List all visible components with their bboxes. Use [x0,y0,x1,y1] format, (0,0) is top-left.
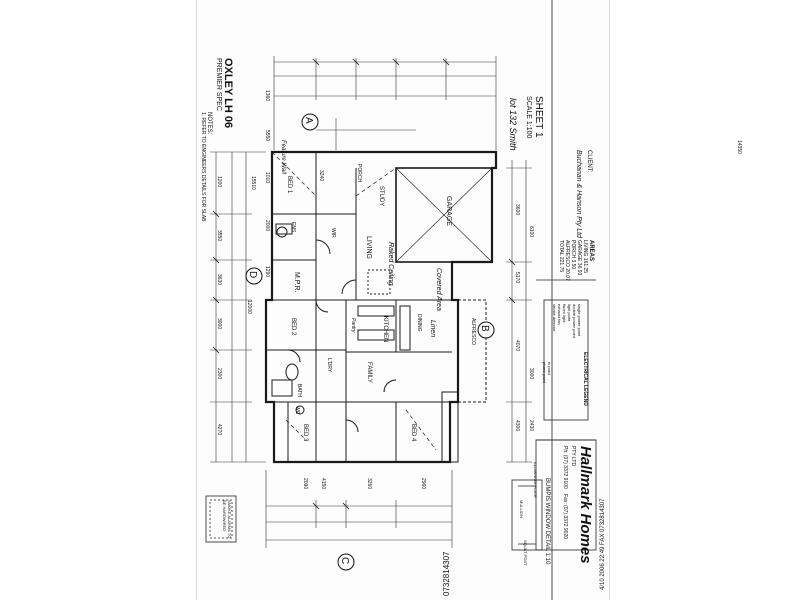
room-label: WC [294,406,300,415]
area-row: LIVING 161.25 [582,240,588,274]
room-label: ALFRESCO [470,318,476,345]
handwritten-note: Pantry [350,318,356,333]
dimension-text: 3260 [366,478,372,490]
section-marker-c [337,553,355,571]
section-marker-d [245,267,263,285]
legend-item: fluoro light [562,304,567,323]
dimension-text: 3550 [216,230,222,242]
room-label: GARAGE [445,196,452,226]
dimension-text: 5550 [264,130,270,142]
company-logo: Hallmark Homes [577,446,594,564]
areas-heading: AREAS [588,240,594,262]
section-label-c: C [339,557,350,565]
notes-text: 1. REFER TO ENGINEERS DETAILS FOR SLAB [200,112,206,222]
handwritten-note: Raked Ceiling [387,242,394,286]
dimension-text: 3000 [528,368,534,380]
room-label: BED 2 [290,318,296,336]
company-fax: Fax: (07) 3372 9020 [562,494,568,540]
room-label: ENS [290,222,296,233]
section-marker-a [301,113,319,131]
sheet-number: SHEET 1 [533,96,544,138]
fax-header: 4/10 2006 22:49 FAX 0732814307 [600,498,606,590]
section-label-d: D [247,271,258,279]
dimension-text: 1010 [264,172,270,184]
dimension-text: 4300 [514,420,520,432]
section-label-a: A [303,117,314,124]
dimension-text: 4270 [216,424,222,436]
client-label: CLIENT: [586,150,592,173]
room-label: M.P.R. [293,272,300,293]
project-title: OXLEY LH 06 [222,58,234,129]
legend-item: single power point [577,304,582,337]
fax-number: 0732814307 [442,551,451,597]
area-row: TOTAL 221.75 [558,240,564,273]
dimension-text: 2960 [420,478,426,490]
room-label: LIVING [365,236,372,259]
window-detail-title: BUMPIS WINDOW DETAIL 1:10 [544,478,550,565]
dimension-text: 1360 [264,90,270,102]
room-label: WIR [330,228,336,238]
legend-item: smoke detector [552,304,557,332]
handwritten-note: Linen [429,320,436,338]
dimension-text: 4070 [514,340,520,352]
handwritten-note: Covered Area [435,268,442,311]
dimension-text: 12000 [246,300,252,314]
legend-item: phone point [542,362,547,383]
dimension-text: 3240 [318,170,324,182]
client-name: Buchanan & Hanson Pty Ltd [575,150,582,238]
room-label: KITCHEN [382,316,388,343]
legend-item: exhaust fan [557,304,562,325]
dimension-text: 14350 [736,140,742,154]
company-phone: Ph: (07) 3372 9100 [562,446,568,489]
dimension-text: 1290 [264,266,270,278]
room-label: BED 3 [302,424,308,442]
legend-heading: ELECTRICAL LEGEND [582,352,588,406]
dimension-text: 2430 [528,420,534,432]
area-row: ALFRESCO 20.07 [564,240,570,281]
window-label: MULLION [519,500,524,518]
room-label: STUDY [378,186,384,207]
dimension-text: 2000 [264,220,270,232]
area-row: PORCH 3.50 [570,240,576,270]
dimension-text: 15510 [250,176,256,190]
stud-label: SQUAT POST [523,540,528,566]
dimension-text: 3600 [514,204,520,216]
scale-label: SCALE 1:100 [525,96,532,139]
room-label: DINING [416,314,422,332]
project-subtitle: PREMIER SPEC [215,58,222,111]
dimension-text: 5170 [514,272,520,284]
dimension-text: 3630 [216,274,222,286]
window-label: ALUMINIUM PLATE [533,462,538,498]
handwritten-note: Feature Wall [280,140,286,174]
company-suffix: PTY LTD [570,446,576,467]
dimension-text: 2090 [302,478,308,490]
notes-heading: NOTES: [206,112,212,135]
lot-handwritten: lot 132 Smith [508,98,518,151]
room-label: PORCH [356,164,362,183]
room-label: FAMILY [366,362,372,383]
sheet-border [196,0,610,600]
floor-plan-drawing [205,0,597,600]
legend-item: tv point [547,362,552,375]
dimension-text: 1200 [216,176,222,188]
plan-sheet: A B C D OXLEY LH 06 PREMIER SPEC NOTES: … [196,0,742,600]
area-row: GARAGE 36.93 [576,240,582,276]
dimension-text: 3900 [216,318,222,330]
dimension-text: 4150 [320,478,326,490]
smoke-alarm-stamp: SMOKE ALARMS TO BE HARDWIRED [222,500,232,539]
legend-item: double power point [572,304,577,338]
room-label: BED 1 [286,176,292,194]
room-label: BATH [296,384,302,397]
dimension-text: 6100 [528,226,534,238]
room-label: L'DRY [326,358,332,373]
legend-item: light point [567,304,572,322]
section-marker-b [477,321,495,339]
dimension-text: 2300 [216,368,222,380]
section-label-b: B [479,325,490,332]
room-label: BED 4 [410,424,416,442]
